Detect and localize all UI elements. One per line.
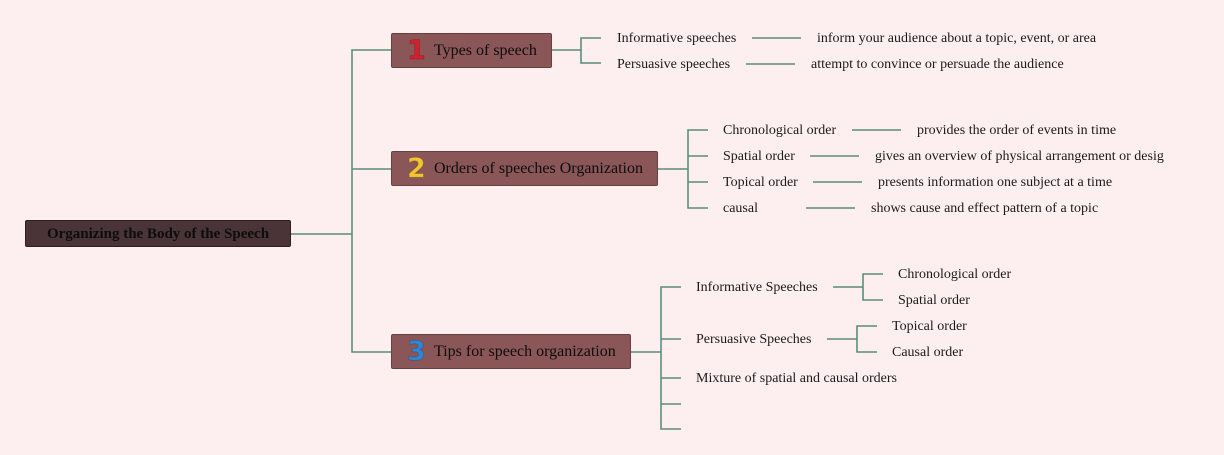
topic-label: Orders of speeches Organization (434, 160, 643, 177)
connector-topic-2 (657, 129, 708, 209)
subitem-spatial-order[interactable]: Spatial order (898, 293, 970, 308)
detail-persuasive[interactable]: attempt to convince or persuade the audi… (811, 57, 1064, 72)
connector-topic-1-detail (746, 37, 801, 65)
connector-trunk (351, 49, 392, 353)
item-persuasive-speeches[interactable]: Persuasive speeches (617, 57, 731, 72)
connector-topic-1 (551, 37, 601, 64)
topic-label: Tips for speech organization (434, 343, 616, 360)
detail-informative[interactable]: inform your audience about a topic, even… (817, 31, 1097, 46)
detail-spatial[interactable]: gives an overview of physical arrangemen… (875, 149, 1164, 164)
subitem-chronological-order[interactable]: Chronological order (898, 267, 1012, 282)
item-informative-speeches-tip[interactable]: Informative Speeches (696, 280, 818, 295)
subitem-topical-order[interactable]: Topical order (892, 319, 967, 334)
connector-topic-3-sub (827, 273, 883, 353)
item-causal[interactable]: causal (723, 201, 758, 216)
topic-orders-of-speeches[interactable]: 2 Orders of speeches Organization (391, 151, 658, 186)
item-topical-order[interactable]: Topical order (723, 175, 798, 190)
topic-label: Types of speech (434, 42, 537, 59)
detail-causal[interactable]: shows cause and effect pattern of a topi… (871, 201, 1099, 216)
connector-topic-2-detail (806, 129, 901, 209)
detail-topical[interactable]: presents information one subject at a ti… (878, 175, 1113, 190)
connector-topic-3 (630, 286, 681, 430)
subitem-causal-order[interactable]: Causal order (892, 345, 964, 360)
root-topic[interactable]: Organizing the Body of the Speech (25, 220, 291, 247)
number-two-icon: 2 (407, 153, 427, 185)
number-three-icon: 3 (407, 336, 427, 368)
number-one-icon: 1 (407, 35, 427, 67)
topic-types-of-speech[interactable]: 1 Types of speech (391, 33, 552, 68)
item-spatial-order[interactable]: Spatial order (723, 149, 795, 164)
item-informative-speeches[interactable]: Informative speeches (617, 31, 737, 46)
topic-tips-for-speech-organization[interactable]: 3 Tips for speech organization (391, 334, 631, 369)
item-persuasive-speeches-tip[interactable]: Persuasive Speeches (696, 332, 812, 347)
item-mixture-orders[interactable]: Mixture of spatial and causal orders (696, 371, 897, 386)
detail-chronological[interactable]: provides the order of events in time (917, 123, 1117, 138)
item-chronological-order[interactable]: Chronological order (723, 123, 837, 138)
